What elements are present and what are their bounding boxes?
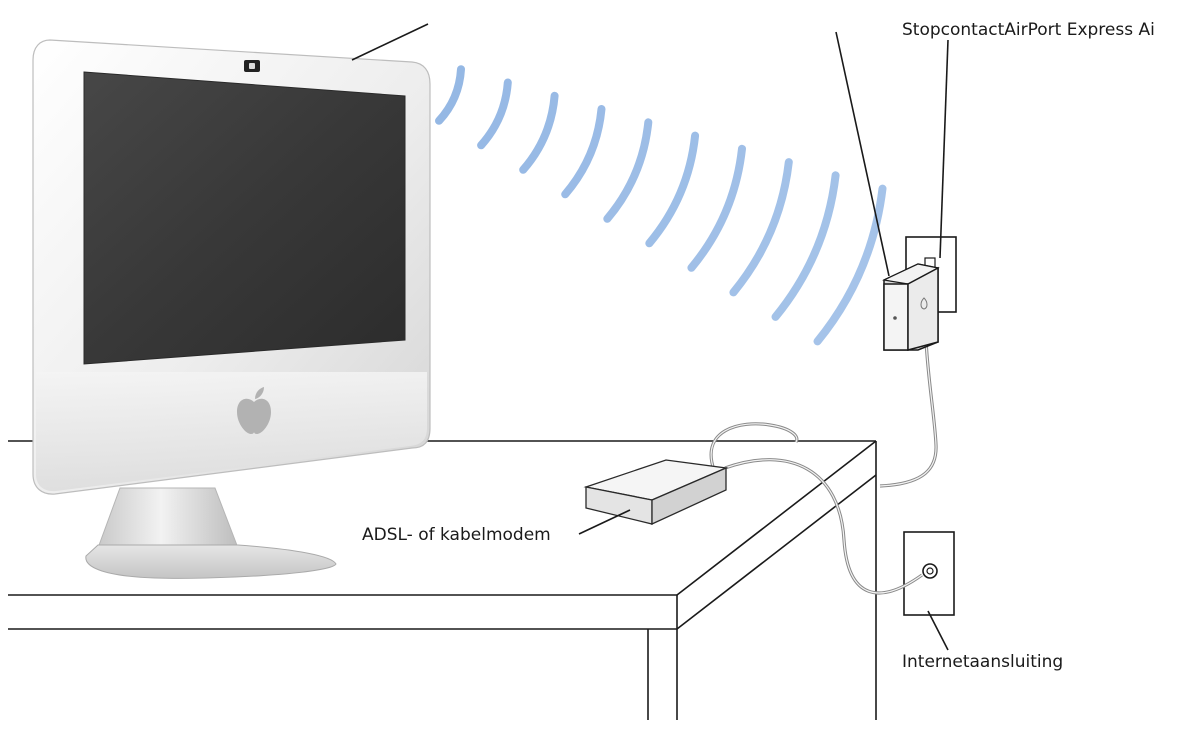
signal-wave-arc xyxy=(435,65,465,125)
apple-logo-icon xyxy=(237,387,271,434)
airport-logo-icon xyxy=(920,297,928,310)
signal-wave-arc xyxy=(603,118,653,223)
modem-device xyxy=(583,459,729,526)
callout-lines xyxy=(351,23,949,651)
imac-base xyxy=(85,544,337,579)
imac-computer xyxy=(32,39,431,579)
airport-express-device xyxy=(882,263,940,351)
cables xyxy=(709,339,938,595)
signal-wave-arc xyxy=(729,158,793,297)
table xyxy=(8,440,877,720)
signal-wave-arc xyxy=(771,171,840,321)
imac-chin xyxy=(36,372,427,492)
signal-wave-arc xyxy=(687,144,746,272)
signal-wave-arc xyxy=(519,91,559,174)
label-outlet-airport: StopcontactAirPort Express Ai xyxy=(902,20,1155,40)
airport-status-light xyxy=(893,316,897,320)
modem-side xyxy=(651,467,727,526)
label-internet-jack: Internetaansluiting xyxy=(902,652,1063,672)
callout-imac xyxy=(351,23,429,61)
signal-wave-arc xyxy=(561,105,606,199)
internet-jack xyxy=(903,531,955,616)
callout-jack xyxy=(927,610,949,651)
label-modem: ADSL- of kabelmodem xyxy=(362,525,551,545)
signal-wave-arc xyxy=(477,78,512,150)
imac-screen xyxy=(83,71,406,365)
callout-airport xyxy=(835,31,890,277)
signal-wave-arc xyxy=(645,131,700,248)
imac-stand xyxy=(97,487,239,549)
camera-icon xyxy=(244,60,260,72)
table-right-diagonal xyxy=(676,440,877,596)
cable-modem-to-desk xyxy=(709,422,799,471)
cable-modem-to-jack xyxy=(724,458,923,595)
callout-outlet xyxy=(939,39,949,259)
table-right-diagonal-lower xyxy=(676,474,877,630)
callout-modem xyxy=(578,509,631,535)
signal-wave-arc xyxy=(813,184,887,346)
phone-jack-icon xyxy=(922,563,938,579)
wireless-signal-waves xyxy=(435,65,887,346)
